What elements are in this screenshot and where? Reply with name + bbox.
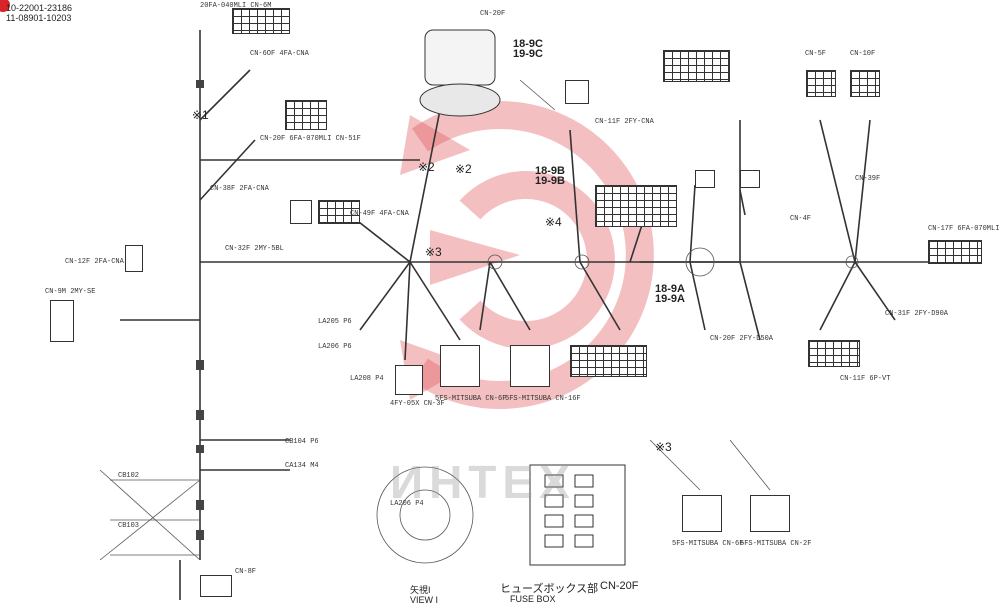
label-cn11f: CN-11F 2FY-CNA	[595, 118, 654, 126]
mark-3: ※3	[425, 245, 442, 259]
label-cn4f: CN-4F	[790, 215, 812, 223]
connector-cn6f-b	[682, 495, 722, 532]
connector-cn20f-2	[740, 170, 760, 188]
part-number-2: 11-08901-10203	[6, 13, 72, 23]
label-ca134: CA134 M4	[285, 462, 319, 470]
clamp-blocks	[196, 80, 204, 540]
mark-4: ※4	[545, 215, 562, 229]
label-cn20f-top: CN-20F	[480, 10, 506, 18]
connector-grid-cn20f-main	[285, 100, 327, 130]
label-la206: LA206 P6	[318, 343, 352, 351]
connector-cn3f	[395, 365, 423, 395]
watermark-logo	[412, 101, 654, 409]
ref-19-9a: 19-9A	[655, 293, 685, 305]
taping-markers	[376, 247, 859, 564]
connector-cn31f	[695, 170, 715, 188]
caption-fusebox-cn: CN-20F	[600, 580, 639, 592]
label-cn6f-b: 5FS-MITSUBA CN-6F	[672, 540, 744, 548]
ref-19-9b: 19-9B	[535, 175, 565, 187]
connector-cn9m	[50, 300, 74, 342]
caption-view-en: VIEW I	[410, 595, 439, 605]
red-badge-icon	[0, 0, 10, 12]
label-la206b: LA206 P4	[390, 500, 424, 508]
connector-cn49f-small	[290, 200, 312, 224]
connector-grid-cn6m	[232, 8, 290, 34]
label-cn20f-main: CN-20F 6FA-070MLI CN-51F	[260, 135, 361, 143]
caption-fusebox-en: FUSE BOX	[510, 594, 556, 604]
connector-grid-cn38f	[318, 200, 360, 224]
label-cb102: CB102	[118, 472, 140, 480]
connector-grid-cn17f	[928, 240, 982, 264]
label-cb104: CB104 P6	[285, 438, 319, 446]
label-cn20f-2: CN-20F 2FY-D50A	[710, 335, 774, 343]
connector-cn16f	[510, 345, 550, 387]
label-cn6f: 5FS-MITSUBA CN-6F	[435, 395, 507, 403]
label-la205: LA205 P6	[318, 318, 352, 326]
label-cn38f: CN-38F 2FA-CNA	[210, 185, 269, 193]
mark-2: ※2	[418, 160, 435, 174]
connector-grid-cn10f	[850, 70, 880, 97]
label-cn11f-b: CN-11F 6P-VT	[840, 375, 891, 383]
connector-grid-cn9b	[663, 50, 730, 82]
label-cn9m: CN-9M 2MY-SE	[45, 288, 96, 296]
watermark-text: ИНТЕХ	[390, 456, 576, 508]
label-cn6of: CN-6OF 4FA-CNA	[250, 50, 309, 58]
connector-cn6f	[440, 345, 480, 387]
mark-1: ※1	[192, 108, 209, 122]
label-cn3f: 4FY-05X CN-3F	[390, 400, 445, 408]
fusebox-outline	[529, 464, 626, 566]
label-cn10f: CN-10F	[850, 50, 876, 58]
label-cn39f: CN-39F	[855, 175, 881, 183]
ref-18-9b: 18-9B	[535, 165, 565, 177]
label-cn12f: CN-12F 2FA-CNA	[65, 258, 124, 266]
harness-branches	[99, 79, 771, 561]
label-cn49f: CN-49F 4FA-CNA	[350, 210, 409, 218]
label-cn2f-b: 5FS-MITSUBA CN-2F	[740, 540, 812, 548]
label-cn32f: CN-32F 2MY-5BL	[225, 245, 284, 253]
connector-grid-cn49f	[595, 185, 677, 227]
meter-unit	[419, 29, 501, 117]
connector-grid-cn11f	[808, 340, 860, 367]
label-cn8f: CN-8F	[235, 568, 257, 576]
connector-cn20f-top	[565, 80, 589, 104]
caption-fusebox-jp: ヒューズボックス部	[500, 583, 599, 595]
ref-18-9c: 18-9C	[513, 38, 543, 50]
harness-trunk	[120, 30, 965, 600]
label-cn5f: CN-5F	[805, 50, 827, 58]
label-cb103: CB103	[118, 522, 140, 530]
connector-cn12f	[125, 245, 143, 272]
label-cn6m: 20FA-040MLI CN-6M	[200, 2, 272, 10]
mark-3b: ※3	[655, 440, 672, 454]
part-numbers: 10-22001-23186 11-08901-10203	[6, 3, 72, 23]
mark-2b: ※2	[455, 162, 472, 176]
ref-19-9c: 19-9C	[513, 48, 543, 60]
connector-grid-cn5f	[806, 70, 836, 97]
ref-18-9a: 18-9A	[655, 283, 685, 295]
connector-cn2f-b	[750, 495, 790, 532]
label-cn16f: 5FS-MITSUBA CN-16F	[505, 395, 581, 403]
connector-cn8f	[200, 575, 232, 597]
label-cn17f: CN-17F 6FA-070MLI	[928, 225, 1000, 233]
part-number-1: 10-22001-23186	[6, 3, 73, 13]
caption-view: 矢視I	[410, 585, 431, 595]
connector-grid-cn32f	[570, 345, 647, 377]
label-la208: LA208 P4	[350, 375, 384, 383]
label-cn31f: CN-31F 2FY-D90A	[885, 310, 949, 318]
